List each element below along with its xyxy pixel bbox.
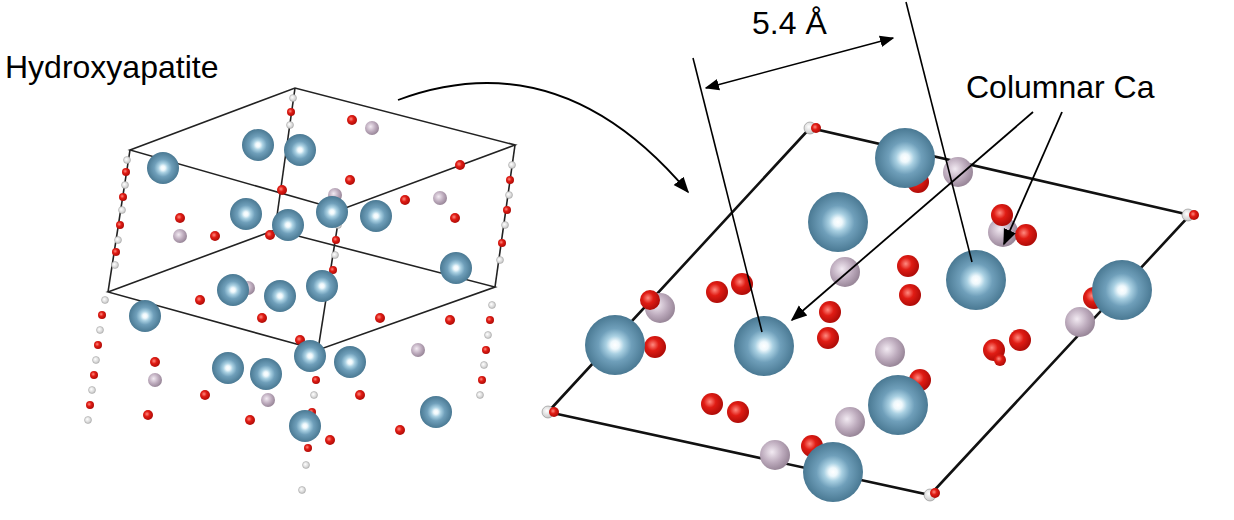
leader-arrows <box>792 112 1062 320</box>
dimension-lines <box>693 2 972 332</box>
callout-label: Columnar Ca <box>966 70 1155 105</box>
transition-arrow <box>398 83 688 192</box>
dimension-label: 5.4 Å <box>752 6 827 41</box>
oh-columns <box>85 95 516 494</box>
phosphate-and-oxygen-3d <box>129 115 472 445</box>
figure-title: Hydroxyapatite <box>5 50 218 85</box>
unit-cell-3d <box>108 88 515 350</box>
unit-cell-projection <box>542 122 1199 502</box>
